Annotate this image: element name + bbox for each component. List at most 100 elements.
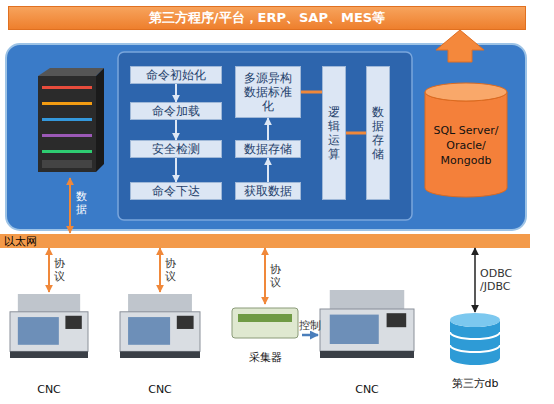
cnc-machine: CNC [118, 292, 202, 398]
node-text: 逻辑运算 [328, 105, 340, 161]
text-holder: 采集器 [228, 348, 302, 366]
shape-outline [318, 288, 416, 380]
node-text: 安全检测 [152, 142, 200, 156]
node-text: CNC [37, 383, 61, 396]
server-light [42, 86, 92, 89]
process-box: 数据存储 [366, 66, 390, 200]
node-text: 第三方程序/平台，ERP、SAP、MES等 [149, 9, 385, 27]
process-box: 命令加载 [130, 102, 222, 120]
node-text: CNC [148, 383, 172, 396]
cylinder-ring [450, 345, 500, 352]
text-holder: CNC [8, 380, 90, 398]
platform-panel [6, 44, 526, 230]
collector-body [232, 308, 298, 338]
connector-arrow [267, 158, 269, 182]
machine-window [128, 317, 170, 345]
shape-outline [440, 312, 510, 374]
node-text: 命令加载 [152, 104, 200, 118]
text-holder: 安全检测 [131, 141, 221, 157]
server-data-arrow [69, 178, 71, 233]
process-box: 命令下达 [130, 182, 222, 200]
server-illustration [38, 68, 104, 172]
platform-band: 第三方程序/平台，ERP、SAP、MES等 [8, 6, 526, 30]
text-holder: 命令初始化 [131, 67, 221, 83]
machine-panel [387, 313, 407, 327]
text-holder: 命令加载 [131, 103, 221, 119]
cylinder-top [450, 313, 500, 327]
server-light [42, 102, 92, 105]
server-base [42, 160, 92, 168]
connector-arrow [159, 248, 161, 292]
connector-arrow [301, 91, 322, 94]
server-light [42, 118, 92, 121]
connector-arrow [48, 248, 50, 292]
machine-body [320, 309, 414, 351]
node-text: 命令下达 [152, 184, 200, 198]
text-holder: SQL Server/ Oracle/ Mongodb [424, 100, 508, 190]
database-cylinder: SQL Server/ Oracle/ Mongodb [424, 82, 508, 198]
node-text: 采集器 [249, 350, 282, 365]
text-holder: 数据存储 [367, 67, 389, 199]
node-text: 多源异构数据标准化 [239, 71, 297, 113]
machine-head [18, 294, 80, 314]
cnc-machine: CNC [318, 288, 416, 398]
text-holder: 以太网 [0, 234, 530, 248]
upload-arrow [436, 30, 484, 62]
server-side [96, 68, 104, 172]
node-text: SQL Server/ Oracle/ Mongodb [433, 123, 499, 168]
node-text: 第三方db [452, 376, 499, 391]
process-box: 命令初始化 [130, 66, 222, 84]
edge-label: 控制 [299, 319, 321, 332]
machine-base [120, 351, 200, 358]
server-light [42, 134, 92, 137]
text-holder: 数据存储 [236, 141, 300, 157]
server-top [38, 68, 104, 76]
text-holder: 多源异构数据标准化 [236, 67, 300, 117]
edge-label: ODBC /JDBC [480, 267, 520, 293]
machine-base [10, 351, 88, 358]
node-text: 获取数据 [244, 184, 292, 198]
edge-label: 协议 [270, 263, 283, 289]
edge-label: 协议 [165, 257, 178, 283]
edge-label: 协议 [54, 257, 67, 283]
machine-body [10, 312, 88, 352]
shape-outline [228, 304, 302, 348]
connector-arrow [302, 334, 318, 337]
text-holder: 获取数据 [236, 183, 300, 199]
ethernet-band: 以太网 [0, 234, 530, 248]
machine-head [128, 294, 192, 314]
collector-port [238, 314, 292, 322]
connector-arrow [474, 248, 476, 312]
note-label: 数据 [76, 190, 90, 216]
node-text: 命令初始化 [146, 68, 206, 82]
process-panel [118, 52, 412, 220]
text-holder: 逻辑运算 [323, 67, 345, 199]
connector-arrow [267, 118, 269, 140]
machine-window [18, 317, 59, 345]
connector-arrow [175, 84, 177, 102]
connector-arrow [175, 120, 177, 140]
shape-outline [118, 292, 202, 380]
cylinder-ring [450, 332, 500, 339]
database-cylinder: 第三方db [440, 312, 510, 392]
cylinder-top [425, 83, 507, 101]
node-text: CNC [355, 383, 379, 396]
cnc-machine: CNC [8, 292, 90, 398]
node-text: 数据存储 [372, 105, 384, 161]
machine-head [330, 290, 404, 311]
text-holder: CNC [118, 380, 202, 398]
process-box: 多源异构数据标准化 [235, 66, 301, 118]
text-holder: 第三方程序/平台，ERP、SAP、MES等 [9, 7, 525, 29]
connector-arrow [264, 248, 266, 304]
process-box: 获取数据 [235, 182, 301, 200]
cylinder-body [425, 92, 507, 197]
machine-window [330, 315, 379, 344]
machine-panel [177, 316, 194, 329]
machine-panel [65, 316, 81, 329]
machine-base [320, 351, 414, 358]
machine-body [120, 312, 200, 352]
process-box: 安全检测 [130, 140, 222, 158]
text-holder: 命令下达 [131, 183, 221, 199]
server-front [38, 76, 96, 172]
node-text: 数据存储 [244, 142, 292, 156]
